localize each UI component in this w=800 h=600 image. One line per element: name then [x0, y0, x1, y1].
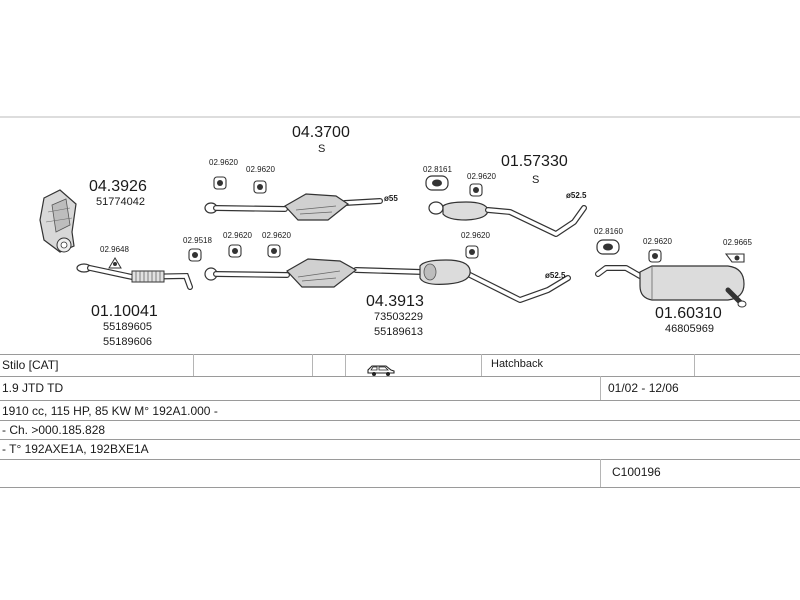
hatchback-car-icon	[367, 365, 395, 376]
clip-02-9620-e-icon[interactable]	[465, 245, 479, 259]
clip-02-9620-f-icon[interactable]	[469, 183, 483, 197]
part-04-3913-ref1: 73503229	[374, 311, 423, 323]
years-cell: 01/02 - 12/06	[608, 381, 679, 395]
part-04-3913-code: 04.3913	[366, 293, 424, 310]
part-04-3926-ref: 51774042	[96, 196, 145, 208]
col-divider	[600, 459, 601, 487]
clip-02-8161-icon[interactable]	[425, 175, 449, 191]
chassis-cell: - Ch. >000.185.828	[2, 423, 106, 437]
clip-02-9620-g-icon[interactable]	[648, 249, 662, 263]
col-divider	[312, 354, 313, 376]
engine-spec-cell: 1910 cc, 115 HP, 85 KW M° 192A1.000 -	[2, 404, 218, 418]
part-01-60310-ref: 46805969	[665, 323, 714, 335]
diameter-52-5-lower: ø52.5	[545, 271, 566, 280]
clip-02-9620-c-label: 02.9620	[223, 231, 252, 240]
clip-02-9620-f-label: 02.9620	[467, 172, 496, 181]
row-divider	[0, 487, 800, 488]
row-divider	[0, 376, 800, 377]
col-divider	[193, 354, 194, 376]
part-01-60310-code: 01.60310	[655, 305, 722, 322]
clip-02-9665-label: 02.9665	[723, 238, 752, 247]
part-01-10041-ref2: 55189606	[103, 336, 152, 348]
part-04-3926-code: 04.3926	[89, 178, 147, 195]
catalog-code-cell: C100196	[612, 465, 661, 479]
clip-02-9518-icon[interactable]	[188, 248, 202, 262]
part-01-10041-code: 01.10041	[91, 303, 158, 320]
catalyst-pipe-04-3913[interactable]	[204, 258, 571, 303]
row-divider	[0, 439, 800, 440]
clip-02-9620-d-label: 02.9620	[262, 231, 291, 240]
type-cell: - T° 192AXE1A, 192BXE1A	[2, 442, 149, 456]
row-divider	[0, 354, 800, 355]
clip-02-8160-label: 02.8160	[594, 227, 623, 236]
body-type-cell: Hatchback	[491, 358, 543, 370]
intermediate-pipe-04-3700[interactable]	[204, 193, 383, 221]
row-divider	[0, 400, 800, 401]
row-divider	[0, 420, 800, 421]
col-divider	[345, 354, 346, 376]
center-silencer-01-57330[interactable]	[428, 201, 587, 237]
clip-02-9620-d-icon[interactable]	[267, 244, 281, 258]
part-01-57330-code: 01.57330	[501, 153, 568, 170]
clip-02-9518-label: 02.9518	[183, 236, 212, 245]
clip-02-9665-icon[interactable]	[724, 253, 745, 263]
clip-02-9620-a-label: 02.9620	[209, 158, 238, 167]
model-cell: Stilo [CAT]	[2, 358, 59, 372]
part-01-57330-suffix: S	[532, 174, 539, 186]
col-divider	[481, 354, 482, 376]
front-pipe-01-10041[interactable]	[76, 263, 193, 290]
row-divider	[0, 459, 800, 460]
clip-02-9620-c-icon[interactable]	[228, 244, 242, 258]
part-04-3700-suffix: S	[318, 143, 325, 155]
clip-02-9620-e-label: 02.9620	[461, 231, 490, 240]
catalyst-04-3926[interactable]	[39, 189, 77, 253]
part-04-3913-ref2: 55189613	[374, 326, 423, 338]
clip-02-9620-b-icon[interactable]	[253, 180, 267, 194]
clip-02-8161-label: 02.8161	[423, 165, 452, 174]
vehicle-spec-table: Stilo [CAT] Hatchback 1.9 JTD TD 01/02 -…	[0, 354, 800, 488]
clip-02-9648-icon[interactable]	[108, 257, 122, 269]
part-04-3700-code: 04.3700	[292, 124, 350, 141]
part-01-10041-ref1: 55189605	[103, 321, 152, 333]
rear-silencer-01-60310[interactable]	[595, 265, 747, 308]
col-divider	[694, 354, 695, 376]
diameter-55: ø55	[384, 194, 398, 203]
clip-02-9648-label: 02.9648	[100, 245, 129, 254]
diameter-52-5-upper: ø52.5	[566, 191, 587, 200]
engine-cell: 1.9 JTD TD	[2, 381, 64, 395]
clip-02-9620-b-label: 02.9620	[246, 165, 275, 174]
col-divider	[600, 376, 601, 400]
clip-02-9620-a-icon[interactable]	[213, 176, 227, 190]
clip-02-9620-g-label: 02.9620	[643, 237, 672, 246]
clip-02-8160-icon[interactable]	[596, 239, 620, 255]
